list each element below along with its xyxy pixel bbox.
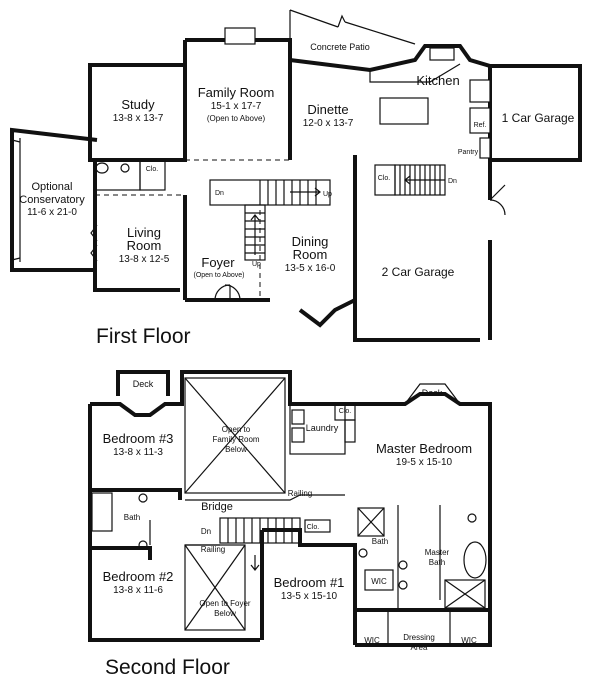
dressing-line1: Dressing	[403, 633, 435, 642]
bedroom1-dims: 13-5 x 15-10	[281, 591, 338, 602]
stair-up-1: Up	[323, 191, 332, 198]
bedroom1-bath	[260, 505, 408, 645]
bedroom3-name: Bedroom #3	[103, 431, 174, 446]
second-floor-labels: Deck Deck Bedroom #3 13-8 x 11-3 Open to…	[103, 379, 477, 652]
clo-label-3: Clo.	[339, 408, 352, 415]
family-room-note: (Open to Above)	[207, 114, 266, 123]
open-family-box	[184, 377, 286, 494]
second-floor-title: Second Floor	[105, 656, 230, 679]
kitchen-name: Kitchen	[416, 73, 459, 88]
dining-room-line1: Dining	[292, 234, 329, 249]
bridge-label: Bridge	[201, 501, 233, 513]
living-foyer-dining-walls	[93, 159, 356, 328]
master-bedroom-dims: 19-5 x 15-10	[396, 457, 453, 468]
railing-label-1: Railing	[288, 489, 312, 498]
dining-room-dims: 13-5 x 16-0	[285, 263, 336, 274]
dining-room-line2: Room	[293, 247, 328, 262]
deck2-outline	[404, 383, 461, 405]
second-floor-outline-left	[88, 404, 260, 642]
dinette-dims: 12-0 x 13-7	[303, 118, 354, 129]
open-foyer-line1: Open to Foyer	[199, 599, 250, 608]
conservatory-dims: 11-6 x 21-0	[27, 207, 77, 218]
bedroom2-name: Bedroom #2	[103, 569, 174, 584]
master-bath-line2: Bath	[429, 558, 445, 567]
stair-main	[209, 179, 331, 261]
bedroom1-name: Bedroom #1	[274, 575, 345, 590]
stair-up-2: Up	[252, 261, 261, 268]
master-bedroom-name: Master Bedroom	[376, 441, 472, 456]
bath-left	[91, 492, 151, 550]
powder-closet	[94, 159, 166, 191]
second-floor-plan	[88, 370, 492, 647]
deck-label-1: Deck	[133, 379, 154, 389]
garage1-name: 1 Car Garage	[502, 111, 575, 125]
foyer-name: Foyer	[201, 255, 235, 270]
stair-garage	[374, 164, 446, 196]
clo-label-4: Clo.	[307, 524, 320, 531]
clo-label-1: Clo.	[146, 166, 159, 173]
conservatory-line2: Conservatory	[19, 194, 85, 206]
bath-label-right: Bath	[372, 537, 388, 546]
foyer-note: (Open to Above)	[194, 272, 245, 279]
master-bath	[439, 505, 487, 609]
open-family-line3: Below	[225, 445, 247, 454]
master-bath-line1: Master	[425, 548, 450, 557]
stair-dn-2: Dn	[448, 178, 457, 185]
open-foyer-line2: Below	[214, 609, 236, 618]
garage2-name: 2 Car Garage	[382, 265, 455, 279]
first-floor-plan	[10, 9, 582, 342]
kitchen-dinette-walls	[289, 44, 492, 160]
first-floor-title: First Floor	[96, 325, 191, 348]
wic-label-1: WIC	[371, 577, 387, 586]
pantry-label: Pantry	[458, 149, 479, 156]
family-room-walls	[183, 27, 292, 160]
railing-label-2: Railing	[201, 545, 225, 554]
bed3-walls	[90, 488, 182, 500]
ref-label: Ref.	[474, 122, 487, 129]
stair-dn-1: Dn	[215, 190, 224, 197]
patio-name: Concrete Patio	[310, 42, 370, 52]
living-room-dims: 13-8 x 12-5	[119, 254, 170, 265]
clo-label-2: Clo.	[378, 175, 391, 182]
dinette-name: Dinette	[307, 102, 348, 117]
second-floor-outline-top	[90, 370, 345, 417]
garage1-walls	[490, 64, 582, 162]
dressing-line2: Area	[411, 643, 428, 652]
conservatory-line1: Optional	[32, 181, 73, 193]
family-room-dims: 15-1 x 17-7	[211, 101, 262, 112]
master-outline	[345, 392, 492, 647]
dn-label: Dn	[201, 527, 211, 536]
laundry	[289, 403, 356, 455]
laundry-name: Laundry	[306, 423, 339, 433]
living-room-line2: Room	[127, 238, 162, 253]
wic-closets	[355, 608, 490, 645]
wic-label-2: WIC	[364, 636, 380, 645]
open-family-line1: Open to	[222, 425, 251, 434]
living-room-line1: Living	[127, 225, 161, 240]
open-family-line2: Family Room	[212, 435, 259, 444]
bath-label-left: Bath	[124, 513, 140, 522]
deck1-outline	[116, 370, 170, 396]
bedroom3-dims: 13-8 x 11-3	[113, 447, 163, 458]
bedroom2-dims: 13-8 x 11-6	[113, 585, 163, 596]
study-name: Study	[121, 97, 155, 112]
garage2-walls	[353, 155, 506, 342]
bed2-walls	[90, 546, 152, 560]
family-room-name: Family Room	[198, 85, 275, 100]
deck-label-2: Deck	[422, 388, 443, 398]
first-floor-labels: Study 13-8 x 13-7 Family Room 15-1 x 17-…	[19, 42, 574, 279]
patio-outline	[289, 9, 416, 60]
study-dims: 13-8 x 13-7	[113, 113, 164, 124]
wic-label-3: WIC	[461, 636, 477, 645]
